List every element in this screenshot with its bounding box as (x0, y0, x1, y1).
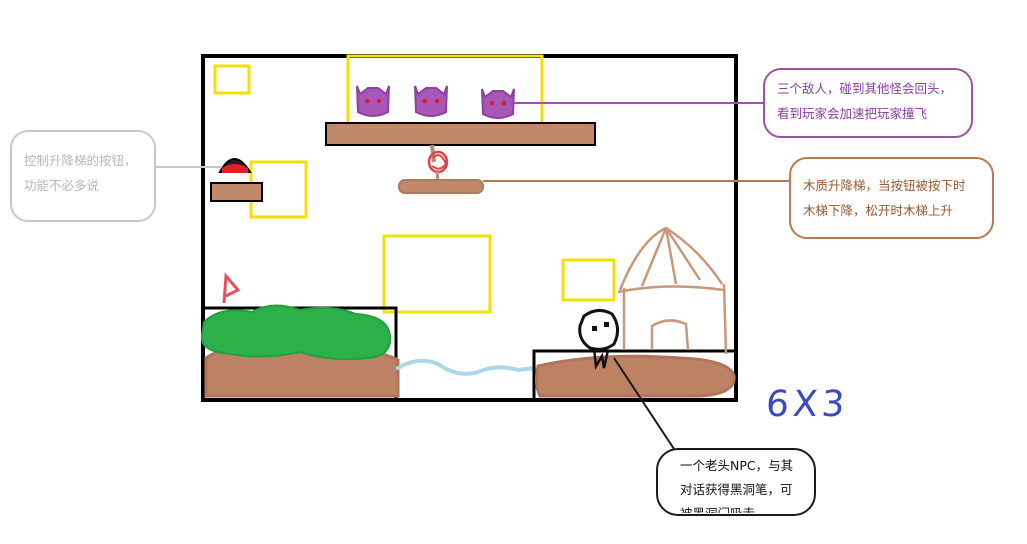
callout-lift-note: 木质升降梯，当按钮被按下时 木梯下降，松开时木梯上升 (789, 157, 994, 239)
left-grass (200, 304, 392, 361)
flag-icon (222, 272, 241, 304)
enemy-cat-3 (481, 88, 515, 119)
callout-enemies-line-2: 看到玩家会加速把玩家撞飞 (777, 106, 928, 121)
wooden-lift (398, 150, 484, 194)
button-icon (218, 158, 252, 173)
enemy-cat-2 (414, 85, 448, 117)
left-ground-outline (201, 306, 398, 402)
marker-box-top-left (213, 64, 251, 95)
connector-npc (613, 357, 677, 453)
callout-npc-line-2: 对话获得黑洞笔，可 (680, 482, 793, 497)
right-ground-outline (532, 349, 738, 402)
top-wood-platform (325, 122, 596, 146)
water-stream (396, 358, 536, 376)
callout-enemies-note: 三个敌人，碰到其他怪会回头， 看到玩家会加速把玩家撞飞 (763, 68, 973, 138)
npc-old-man-icon (578, 309, 619, 370)
callout-npc-line-1: 一个老头NPC，与其 (680, 458, 794, 473)
callout-button-line-2: 功能不必多说 (24, 178, 100, 193)
callout-npc-line-3: 被黑洞门吸走 (680, 502, 802, 513)
level-scale-label: 6X3 (764, 384, 850, 425)
callout-lift-line-2: 木梯下降，松开时木梯上升 (803, 203, 954, 218)
callout-npc-note: 一个老头NPC，与其 对话获得黑洞笔，可 被黑洞门吸走 (656, 448, 816, 516)
callout-enemies-line-1: 三个敌人，碰到其他怪会回头， (777, 81, 953, 96)
callout-lift-line-1: 木质升降梯，当按钮被按下时 (803, 178, 966, 193)
right-dirt (534, 354, 736, 398)
hut-icon (617, 226, 728, 355)
callout-button-note: 控制升降梯的按钮， 功能不必多说 (10, 130, 156, 222)
callout-button-line-1: 控制升降梯的按钮， (24, 153, 137, 168)
marker-box-center (382, 234, 492, 314)
enemy-cat-1 (356, 85, 390, 117)
button-ledge (210, 182, 263, 202)
marker-box-right (561, 258, 616, 302)
